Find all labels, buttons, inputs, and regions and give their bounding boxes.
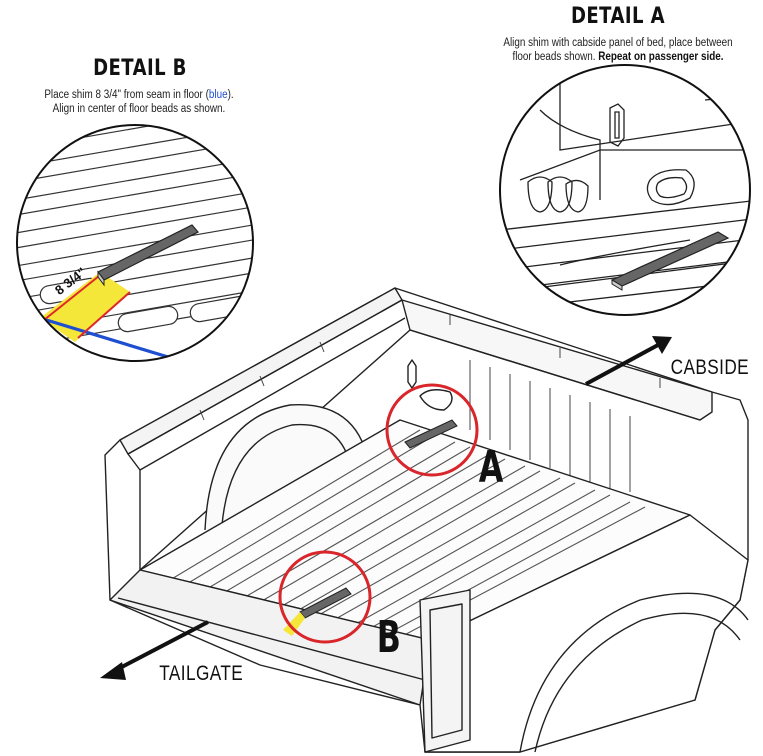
truck-bed xyxy=(104,287,749,753)
detail-a-caption-line2-bold: Repeat on passenger side. xyxy=(598,51,724,63)
callout-label-b: B xyxy=(376,612,401,663)
detail-a-view xyxy=(499,64,751,316)
detail-b-title: DETAIL B xyxy=(93,56,187,81)
detail-a-caption: Align shim with cabside panel of bed, pl… xyxy=(498,36,739,64)
detail-b-caption-line1-blue: blue xyxy=(208,89,228,101)
tailgate-arrow xyxy=(100,620,209,680)
detail-b-caption-line1-post: ). xyxy=(227,89,234,101)
detail-a-caption-line2: floor beads shown. Repeat on passenger s… xyxy=(498,50,739,64)
detail-a-caption-line2-plain: floor beads shown. xyxy=(512,51,599,63)
cabside-label: CABSIDE xyxy=(670,356,750,379)
detail-b-caption-line2: Align in center of floor beads as shown. xyxy=(52,103,226,115)
detail-a-caption-line1: Align shim with cabside panel of bed, pl… xyxy=(503,37,733,49)
detail-b-caption-line1: Place shim 8 3/4" from seam in floor (bl… xyxy=(32,88,247,102)
detail-b-caption: Place shim 8 3/4" from seam in floor (bl… xyxy=(32,88,247,116)
callout-ring-a xyxy=(385,383,479,477)
detail-b-view xyxy=(16,124,254,362)
tailgate-label: TAILGATE xyxy=(159,662,244,685)
shim-b-main xyxy=(283,587,352,636)
detail-b-caption-line1-pre: Place shim 8 3/4" from seam in floor ( xyxy=(44,89,209,101)
cabside-arrow xyxy=(585,336,672,386)
detail-a-title: DETAIL A xyxy=(571,4,665,29)
callout-label-a: A xyxy=(478,442,504,493)
callout-ring-b xyxy=(278,550,372,644)
shim-a-main xyxy=(404,419,458,449)
